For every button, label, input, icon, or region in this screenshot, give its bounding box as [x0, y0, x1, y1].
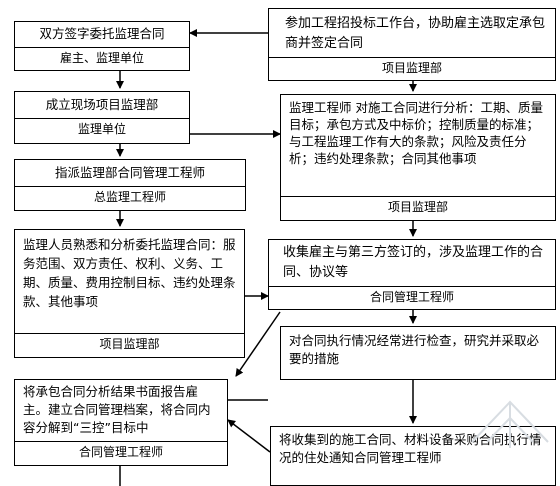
step-role: 合同管理工程师: [15, 441, 227, 466]
left-step-4: 监理人员熟悉和分析委托监理合同：服务范围、双方责任、权利、义务、工期、质量、费用…: [14, 229, 245, 358]
step-role: 监理单位: [15, 118, 189, 143]
left-step-1: 双方签字委托监理合同 雇主、监理单位: [14, 21, 190, 71]
step-text: 参加工程招投标工作台，协助雇主选取定承包商并签定合同: [285, 16, 546, 51]
right-step-2: 监理工程师 对施工合同进行分析：工期、质量目标；承包方式及中标价；控制质量的标准…: [280, 94, 556, 221]
right-step-4: 对合同执行情况经常进行检查，研究并采取必要的措施: [280, 326, 556, 380]
step-role: 项目监理部: [281, 196, 555, 221]
right-step-3: 收集雇主与第三方签订的，涉及监理工作的合同、协议等 合同管理工程师: [268, 239, 556, 310]
watermark-logo: [471, 400, 549, 448]
step-text: 对合同执行情况经常进行检查，研究并采取必要的措施: [289, 333, 540, 366]
left-step-2: 成立现场项目监理部 监理单位: [14, 91, 190, 144]
step-text: 指派监理部合同管理工程师: [54, 165, 205, 180]
step-text: 将承包合同分析结果书面报告雇主。建立合同管理档案，将合同内容分解到“三控”目标中: [23, 384, 211, 435]
step-text: 双方签字委托监理合同: [39, 26, 165, 41]
left-step-3: 指派监理部合同管理工程师 总监理工程师: [14, 159, 246, 211]
right-step-5: 将收集到的施工合同、材料设备采购合同执行情况的住处通知合同管理工程师: [270, 426, 556, 486]
step-text: 成立现场项目监理部: [45, 97, 159, 112]
step-role: 雇主、监理单位: [15, 47, 189, 71]
step-role: 总监理工程师: [15, 186, 245, 210]
right-step-1: 参加工程招投标工作台，协助雇主选取定承包商并签定合同 项目监理部: [268, 8, 556, 81]
step-role: 合同管理工程师: [269, 286, 555, 309]
step-role: 项目监理部: [269, 57, 555, 80]
step-text: 监理人员熟悉和分析委托监理合同：服务范围、双方责任、权利、义务、工期、质量、费用…: [23, 237, 236, 309]
left-step-5: 将承包合同分析结果书面报告雇主。建立合同管理档案，将合同内容分解到“三控”目标中…: [14, 379, 228, 466]
step-text: 收集雇主与第三方签订的，涉及监理工作的合同、协议等: [283, 245, 544, 280]
step-text: 监理工程师 对施工合同进行分析：工期、质量目标；承包方式及中标价；控制质量的标准…: [289, 100, 543, 166]
step-role: 项目监理部: [15, 333, 244, 358]
step-text: 将收集到的施工合同、材料设备采购合同执行情况的住处通知合同管理工程师: [279, 432, 542, 465]
